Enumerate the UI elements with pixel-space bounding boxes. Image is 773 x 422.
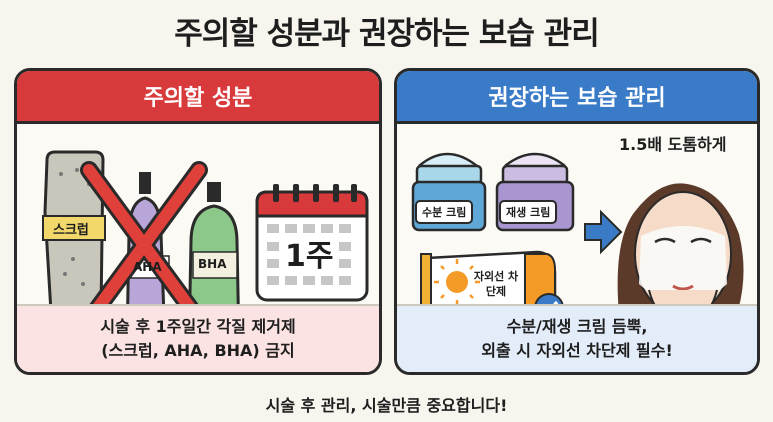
- recommend-illustration: [411, 152, 744, 309]
- recommend-footer-line2: 외출 시 자외선 차단제 필수!: [481, 341, 673, 360]
- page-title: 주의할 성분과 권장하는 보습 관리: [174, 16, 599, 52]
- calendar-icon: [255, 184, 369, 302]
- regen-cream-tag: 재생 크림: [499, 200, 558, 224]
- face-icon: [617, 183, 744, 309]
- scrub-label: 스크럽: [53, 223, 89, 238]
- sunscreen-label: 자외선 차단제: [473, 270, 519, 298]
- cross-mark-icon: [80, 161, 208, 309]
- arrow-right-icon: [584, 209, 623, 255]
- caution-footer: 시술 후 1주일간 각질 제거제 (스크럽, AHA, BHA) 금지: [17, 304, 379, 372]
- caution-footer-line1: 시술 후 1주일간 각질 제거제: [100, 317, 296, 336]
- calendar-label: 1주: [285, 239, 334, 274]
- caution-illustration: [42, 150, 369, 309]
- recommend-footer-line1: 수분/재생 크림 듬뿍,: [506, 317, 648, 336]
- thickness-note: 1.5배 도톰하게: [619, 135, 727, 154]
- caution-panel: 주의할 성분: [14, 68, 382, 375]
- bottom-message: 시술 후 관리, 시술만큼 중요합니다!: [265, 396, 508, 415]
- recommend-footer: 수분/재생 크림 듬뿍, 외출 시 자외선 차단제 필수!: [397, 304, 757, 372]
- recommend-panel-header: 권장하는 보습 관리: [397, 71, 757, 124]
- recommend-panel: 권장하는 보습 관리: [394, 68, 760, 375]
- sunscreen-tube-icon: [420, 250, 557, 309]
- caution-panel-header: 주의할 성분: [17, 71, 379, 124]
- caution-footer-line2: (스크럽, AHA, BHA) 금지: [101, 341, 295, 360]
- scrub-tube-icon: [42, 150, 106, 309]
- aha-label: AHA: [133, 260, 162, 274]
- moisture-cream-tag: 수분 크림: [415, 200, 474, 224]
- bha-label: BHA: [198, 257, 227, 271]
- bha-bottle-icon: [188, 182, 240, 309]
